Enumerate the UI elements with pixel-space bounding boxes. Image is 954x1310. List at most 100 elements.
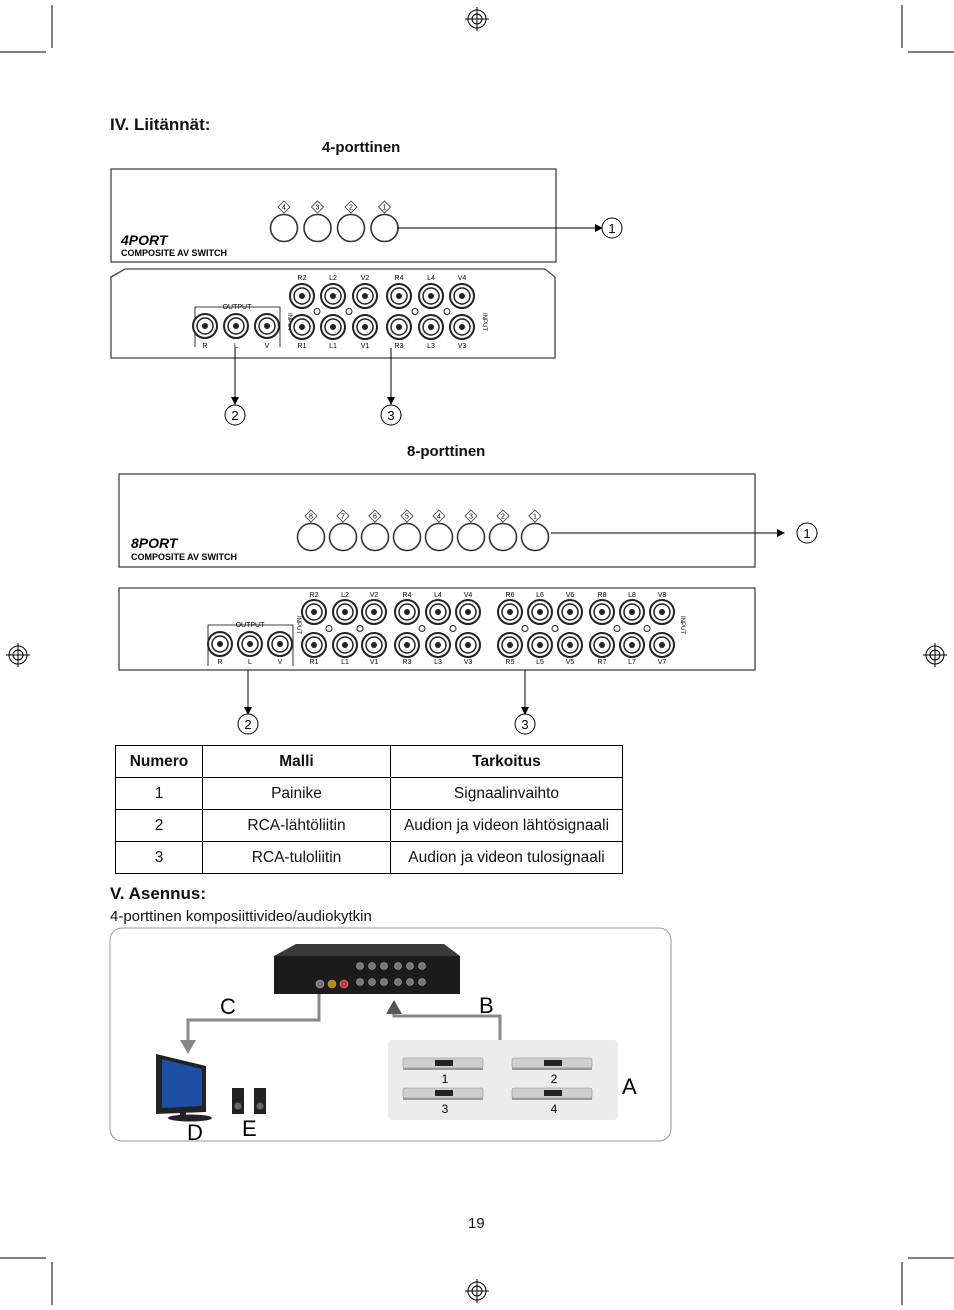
input-jack-r4	[394, 599, 420, 625]
output-jack-label: R	[202, 343, 207, 350]
table-row: 2 RCA-lähtöliitin Audion ja videon lähtö…	[115, 809, 623, 842]
input-jack-r3	[394, 632, 420, 658]
input-jack-label: R2	[298, 275, 307, 282]
input-jack-v8	[649, 599, 675, 625]
label-b: B	[479, 993, 494, 1018]
speakers-icon	[232, 1088, 266, 1114]
output-jack-v	[254, 313, 280, 339]
callout-2-4port	[224, 404, 246, 426]
source-device-4: 4	[511, 1087, 593, 1116]
selector-button-7[interactable]: 7	[328, 509, 358, 552]
output-jack-l	[237, 631, 263, 657]
input-jack-label: L1	[341, 659, 349, 666]
install-subtitle: 4-porttinen komposiittivideo/audiokytkin	[110, 908, 372, 925]
output-jack-label: R	[217, 659, 222, 666]
input-jack-v2	[361, 599, 387, 625]
subtitle-4port: COMPOSITE AV SWITCH	[121, 248, 227, 258]
selector-button-5-number: 5	[405, 514, 409, 521]
table-cell: Signaalinvaihto	[390, 777, 623, 810]
callout-3-8port	[514, 713, 536, 735]
input-jack-r7	[589, 632, 615, 658]
input-jack-label: V6	[566, 592, 575, 599]
input-jack-l1	[320, 314, 346, 340]
table-row: 1 Painike Signaalinvaihto	[115, 777, 623, 810]
selector-button-7-number: 7	[341, 514, 345, 521]
selector-button-4[interactable]: 4	[424, 509, 454, 552]
selector-button-8[interactable]: 8	[296, 509, 326, 552]
table-row: 3 RCA-tuloliitin Audion ja videon tulosi…	[115, 841, 623, 874]
input-jack-v3	[455, 632, 481, 658]
input-jack-label: R4	[403, 592, 412, 599]
table-cell: Audion ja videon lähtösignaali	[390, 809, 623, 842]
selector-button-3[interactable]: 3	[303, 200, 332, 243]
table-cell: 2	[115, 809, 203, 842]
input-jack-v1	[352, 314, 378, 340]
section-title-install: V. Asennus:	[110, 884, 207, 903]
selector-button-2[interactable]: 2	[488, 509, 518, 552]
selector-button-6[interactable]: 6	[360, 509, 390, 552]
table-cell: 3	[115, 841, 203, 874]
input-jack-label: R7	[598, 659, 607, 666]
selector-button-2[interactable]: 2	[336, 200, 366, 243]
input-label-4port-left: INPUT	[286, 313, 292, 331]
source-device-1: 1	[402, 1057, 484, 1086]
section-title-connections: IV. Liitännät:	[110, 115, 211, 134]
callout-2-4port-label: 2	[231, 408, 238, 423]
input-jack-r5	[497, 632, 523, 658]
input-jack-l8	[619, 599, 645, 625]
input-jack-r4	[386, 283, 412, 309]
input-jack-label: V3	[464, 659, 473, 666]
output-label-4port: OUTPUT	[223, 304, 253, 311]
selector-button-2-number: 2	[349, 205, 353, 212]
output-jack-r	[207, 631, 233, 657]
input-jack-r3	[386, 314, 412, 340]
input-jack-l5	[527, 632, 553, 658]
input-label-8port-left: INPUT	[295, 616, 301, 634]
source-number: 3	[442, 1102, 449, 1116]
input-jack-r6	[497, 599, 523, 625]
input-jack-label: L1	[329, 343, 337, 350]
source-device-3: 3	[402, 1087, 484, 1116]
table-header-malli: Malli	[202, 745, 391, 778]
input-jack-v2	[352, 283, 378, 309]
input-jack-label: R2	[310, 592, 319, 599]
input-jack-l7	[619, 632, 645, 658]
selector-button-5[interactable]: 5	[392, 509, 422, 552]
subtitle-8port: COMPOSITE AV SWITCH	[131, 552, 237, 562]
input-jack-label: V2	[361, 275, 370, 282]
selector-button-1[interactable]: 1	[520, 509, 550, 552]
input-jack-label: L6	[536, 592, 544, 599]
selector-button-4[interactable]: 4	[269, 200, 299, 243]
table-header-row: Numero Malli Tarkoitus	[115, 745, 623, 778]
input-jack-r2	[289, 283, 315, 309]
input-label-8port-right: INPUT	[679, 616, 685, 634]
input-jack-label: R1	[298, 343, 307, 350]
caption-8port: 8-porttinen	[407, 443, 486, 460]
input-jack-label: V1	[361, 343, 370, 350]
switch-device-image	[274, 944, 460, 994]
callout-1-4port	[601, 217, 623, 239]
output-jack-v	[267, 631, 293, 657]
logo-8port: 8PORT	[131, 535, 179, 551]
selector-button-1[interactable]: 1	[370, 200, 399, 243]
input-jack-label: L3	[427, 343, 435, 350]
input-jack-r1	[301, 632, 327, 658]
input-jack-v1	[361, 632, 387, 658]
logo-4port: 4PORT	[120, 232, 169, 248]
callout-1-8port-label: 1	[803, 526, 810, 541]
input-jack-label: V3	[458, 343, 467, 350]
caption-4port: 4-porttinen	[322, 139, 401, 156]
input-jack-l6	[527, 599, 553, 625]
input-jack-label: R3	[395, 343, 404, 350]
input-jack-label: R3	[403, 659, 412, 666]
input-jack-label: V4	[464, 592, 473, 599]
input-jack-label: V8	[658, 592, 667, 599]
selector-button-3[interactable]: 3	[456, 509, 486, 552]
input-jack-l2	[332, 599, 358, 625]
label-c: C	[220, 994, 236, 1019]
registration-mark-bottom	[465, 1279, 489, 1303]
